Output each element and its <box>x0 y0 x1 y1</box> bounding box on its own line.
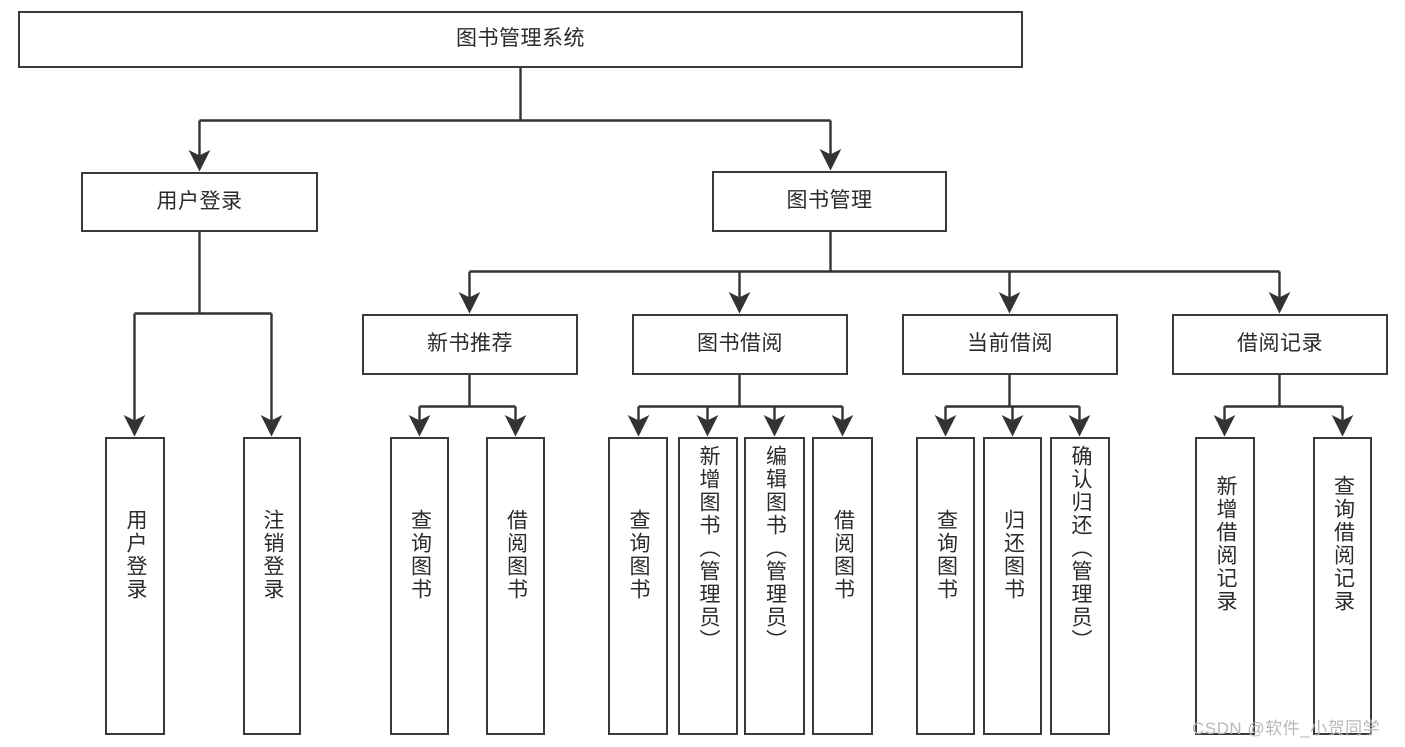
node-borrow-record-label: 借阅记录 <box>1237 332 1323 356</box>
node-current-borrow-label: 当前借阅 <box>967 332 1053 356</box>
node-user-login-label: 用户登录 <box>156 189 243 213</box>
node-book-borrow-label: 图书借阅 <box>697 332 783 356</box>
node-leaf-confirm-return[interactable]: 确认归还（管理员） <box>1050 437 1110 735</box>
node-leaf-add-record[interactable]: 新增借阅记录 <box>1195 437 1255 735</box>
node-new-book-rec[interactable]: 新书推荐 <box>362 314 578 375</box>
node-leaf-confirm-return-label: 确认归还（管理员） <box>1069 445 1093 652</box>
node-leaf-add-book-label: 新增图书（管理员） <box>697 445 721 652</box>
node-leaf-query-book-rec-label: 查询图书 <box>408 509 432 601</box>
node-leaf-query-record[interactable]: 查询借阅记录 <box>1313 437 1372 735</box>
node-user-login[interactable]: 用户登录 <box>81 172 318 232</box>
node-root-label: 图书管理系统 <box>456 27 585 51</box>
node-leaf-borrow-book-b-label: 借阅图书 <box>831 509 855 601</box>
node-borrow-record[interactable]: 借阅记录 <box>1172 314 1388 375</box>
node-leaf-edit-book[interactable]: 编辑图书（管理员） <box>744 437 805 735</box>
node-leaf-borrow-book-rec[interactable]: 借阅图书 <box>486 437 545 735</box>
node-leaf-query-book-b-label: 查询图书 <box>627 509 651 601</box>
node-leaf-return-book-label: 归还图书 <box>1001 509 1025 601</box>
node-leaf-query-book-rec[interactable]: 查询图书 <box>390 437 449 735</box>
node-leaf-logout-label: 注销登录 <box>261 509 285 601</box>
node-leaf-add-book[interactable]: 新增图书（管理员） <box>678 437 738 735</box>
node-leaf-query-book-c-label: 查询图书 <box>934 509 958 601</box>
node-current-borrow[interactable]: 当前借阅 <box>902 314 1118 375</box>
node-new-book-rec-label: 新书推荐 <box>427 332 513 356</box>
node-leaf-logout[interactable]: 注销登录 <box>243 437 301 735</box>
node-leaf-query-record-label: 查询借阅记录 <box>1331 475 1355 613</box>
node-leaf-user-login[interactable]: 用户登录 <box>105 437 165 735</box>
node-leaf-edit-book-label: 编辑图书（管理员） <box>763 445 787 652</box>
node-leaf-borrow-book-rec-label: 借阅图书 <box>504 509 528 601</box>
node-leaf-user-login-label: 用户登录 <box>124 509 148 601</box>
node-book-borrow[interactable]: 图书借阅 <box>632 314 848 375</box>
node-root[interactable]: 图书管理系统 <box>18 11 1023 68</box>
csdn-watermark: CSDN @软件_小贺同学 <box>1192 719 1381 738</box>
node-leaf-add-record-label: 新增借阅记录 <box>1214 475 1238 613</box>
node-leaf-return-book[interactable]: 归还图书 <box>983 437 1042 735</box>
node-book-manage-label: 图书管理 <box>786 189 873 213</box>
node-leaf-query-book-c[interactable]: 查询图书 <box>916 437 975 735</box>
node-leaf-borrow-book-b[interactable]: 借阅图书 <box>812 437 873 735</box>
node-book-manage[interactable]: 图书管理 <box>712 171 947 232</box>
node-leaf-query-book-b[interactable]: 查询图书 <box>608 437 668 735</box>
